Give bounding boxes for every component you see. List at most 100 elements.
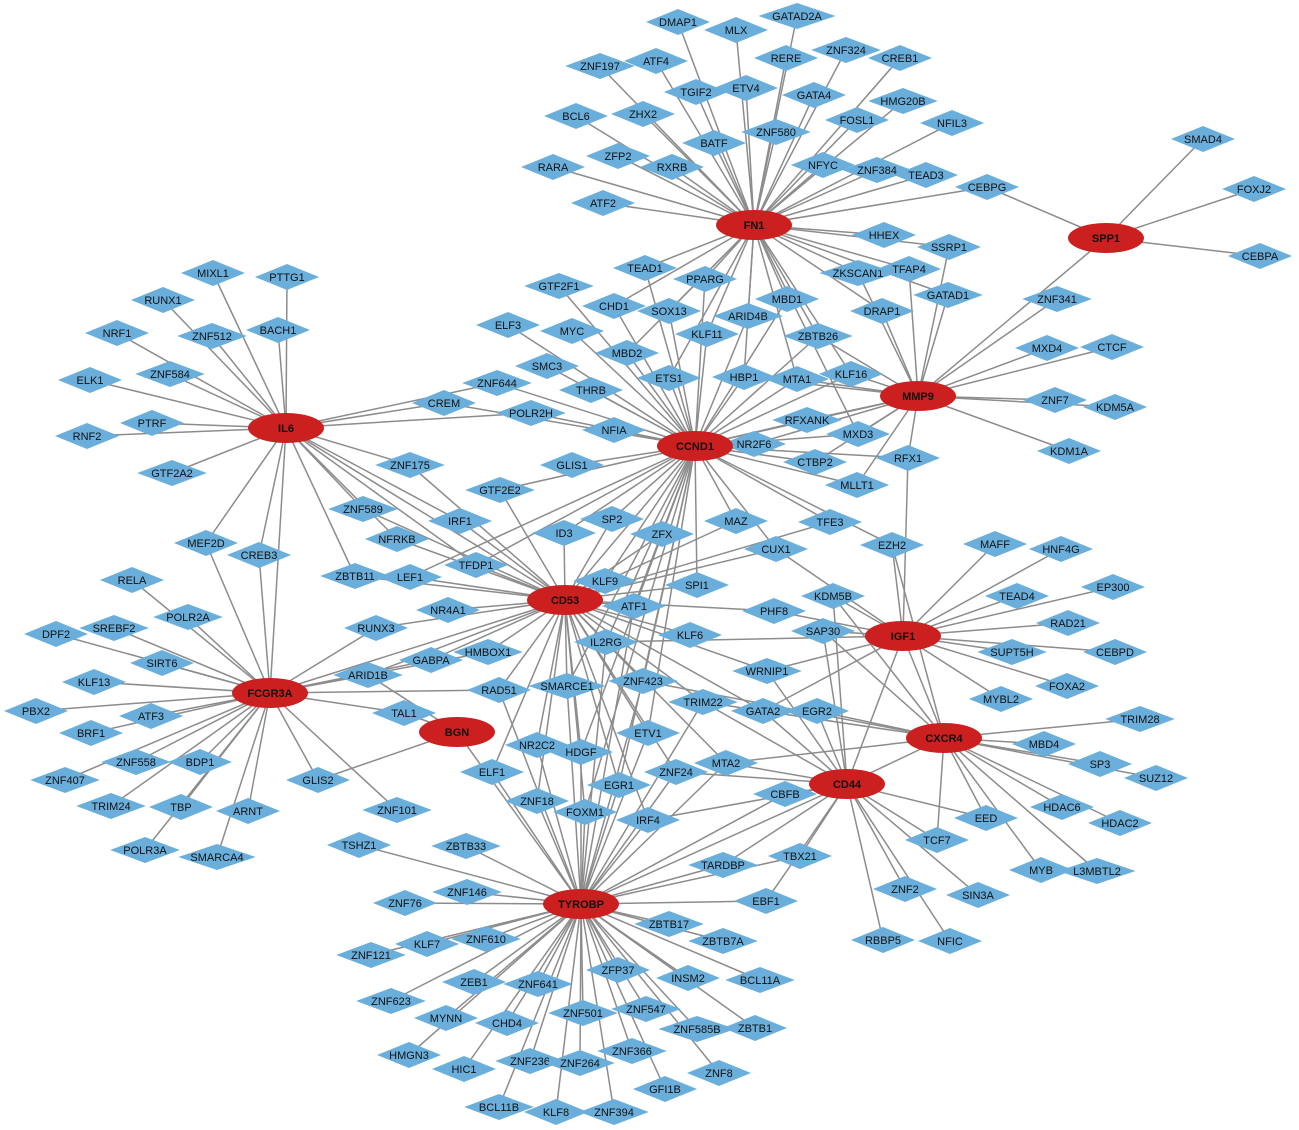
- tf-node-etv4[interactable]: ETV4: [714, 75, 778, 101]
- tf-node-zkscan1[interactable]: ZKSCAN1: [819, 260, 897, 286]
- tf-node-znf146[interactable]: ZNF146: [432, 879, 502, 905]
- tf-node-znf18[interactable]: ZNF18: [505, 788, 569, 814]
- tf-node-zbtb33[interactable]: ZBTB33: [431, 833, 501, 859]
- tf-node-hdgf[interactable]: HDGF: [549, 739, 613, 765]
- tf-node-irf4[interactable]: IRF4: [616, 807, 680, 833]
- tf-node-znf101[interactable]: ZNF101: [362, 797, 432, 823]
- tf-node-smad4[interactable]: SMAD4: [1171, 126, 1235, 152]
- tf-node-arid4b[interactable]: ARID4B: [713, 303, 783, 329]
- tf-node-znf501[interactable]: ZNF501: [548, 1000, 618, 1026]
- tf-node-trim24[interactable]: TRIM24: [76, 793, 146, 819]
- tf-node-sp2[interactable]: SP2: [580, 506, 644, 532]
- tf-node-fosl1[interactable]: FOSL1: [825, 107, 889, 133]
- tf-node-znf121[interactable]: ZNF121: [336, 942, 406, 968]
- tf-node-atf3[interactable]: ATF3: [119, 703, 183, 729]
- tf-node-tead1[interactable]: TEAD1: [613, 255, 677, 281]
- tf-node-zbtb11[interactable]: ZBTB11: [320, 563, 390, 589]
- tf-node-nfrkb[interactable]: NFRKB: [365, 526, 429, 552]
- tf-node-arnt[interactable]: ARNT: [216, 798, 280, 824]
- tf-node-rfxank[interactable]: RFXANK: [772, 407, 842, 433]
- tf-node-rere[interactable]: RERE: [754, 45, 818, 71]
- tf-node-tfe3[interactable]: TFE3: [798, 509, 862, 535]
- tf-node-znf407[interactable]: ZNF407: [30, 767, 100, 793]
- tf-node-foxj2[interactable]: FOXJ2: [1222, 176, 1286, 202]
- tf-node-chd4[interactable]: CHD4: [475, 1010, 539, 1036]
- tf-node-tbx21[interactable]: TBX21: [768, 843, 832, 869]
- tf-node-znf585b[interactable]: ZNF585B: [658, 1016, 736, 1042]
- tf-node-hnf4g[interactable]: HNF4G: [1029, 536, 1093, 562]
- tf-node-tal1[interactable]: TAL1: [372, 700, 436, 726]
- tf-node-znf384[interactable]: ZNF384: [842, 157, 912, 183]
- tf-node-mxd4[interactable]: MXD4: [1015, 335, 1079, 361]
- tf-node-hhex[interactable]: HHEX: [852, 222, 916, 248]
- tf-node-mta1[interactable]: MTA1: [765, 366, 829, 392]
- tf-node-ep300[interactable]: EP300: [1081, 574, 1145, 600]
- tf-node-rbbp5[interactable]: RBBP5: [851, 927, 915, 953]
- tf-node-znf584[interactable]: ZNF584: [135, 361, 205, 387]
- hub-node-spp1[interactable]: SPP1: [1068, 223, 1144, 253]
- tf-node-crem[interactable]: CREM: [412, 390, 476, 416]
- tf-node-gata2[interactable]: GATA2: [731, 698, 795, 724]
- hub-node-tyrobp[interactable]: TYROBP: [543, 889, 619, 919]
- tf-node-mta2[interactable]: MTA2: [694, 750, 758, 776]
- tf-node-runx3[interactable]: RUNX3: [344, 615, 408, 641]
- tf-node-znf644[interactable]: ZNF644: [462, 370, 532, 396]
- tf-node-zbtb7a[interactable]: ZBTB7A: [688, 928, 758, 954]
- tf-node-kdm5b[interactable]: KDM5B: [801, 583, 865, 609]
- tf-node-supt5h[interactable]: SUPT5H: [977, 639, 1047, 665]
- tf-node-ptrf[interactable]: PTRF: [120, 410, 184, 436]
- tf-node-myc[interactable]: MYC: [540, 318, 604, 344]
- tf-node-rxrb[interactable]: RXRB: [640, 154, 704, 180]
- tf-node-gatad1[interactable]: GATAD1: [913, 282, 983, 308]
- tf-node-gtf2f1[interactable]: GTF2F1: [524, 273, 594, 299]
- tf-node-sirt6[interactable]: SIRT6: [130, 650, 194, 676]
- tf-node-thrb[interactable]: THRB: [559, 377, 623, 403]
- tf-node-znf512[interactable]: ZNF512: [177, 323, 247, 349]
- hub-node-cd53[interactable]: CD53: [527, 585, 603, 615]
- tf-node-klf16[interactable]: KLF16: [819, 361, 883, 387]
- tf-node-zbtb1[interactable]: ZBTB1: [723, 1015, 787, 1041]
- tf-node-trim28[interactable]: TRIM28: [1105, 706, 1175, 732]
- tf-node-pbx2[interactable]: PBX2: [4, 698, 68, 724]
- tf-node-tshz1[interactable]: TSHZ1: [327, 832, 391, 858]
- tf-node-mbd2[interactable]: MBD2: [595, 340, 659, 366]
- tf-node-hdac2[interactable]: HDAC2: [1088, 810, 1152, 836]
- tf-node-creb3[interactable]: CREB3: [227, 542, 291, 568]
- tf-node-nr2f6[interactable]: NR2F6: [722, 431, 786, 457]
- tf-node-zfp37[interactable]: ZFP37: [586, 957, 650, 983]
- tf-node-atf1[interactable]: ATF1: [602, 593, 666, 619]
- hub-node-ccnd1[interactable]: CCND1: [657, 431, 733, 461]
- tf-node-nrf1[interactable]: NRF1: [85, 320, 149, 346]
- tf-node-atf2[interactable]: ATF2: [571, 190, 635, 216]
- tf-node-srebf2[interactable]: SREBF2: [79, 615, 149, 641]
- tf-node-mxd3[interactable]: MXD3: [826, 421, 890, 447]
- tf-node-znf2[interactable]: ZNF2: [873, 876, 937, 902]
- tf-node-etv1[interactable]: ETV1: [616, 720, 680, 746]
- tf-node-mllt1[interactable]: MLLT1: [825, 472, 889, 498]
- tf-node-sp3[interactable]: SP3: [1068, 751, 1132, 777]
- tf-node-maff[interactable]: MAFF: [963, 531, 1027, 557]
- hub-node-mmp9[interactable]: MMP9: [880, 381, 956, 411]
- tf-node-sox13[interactable]: SOX13: [637, 298, 701, 324]
- tf-node-znf197[interactable]: ZNF197: [565, 53, 635, 79]
- hub-node-bgn[interactable]: BGN: [419, 717, 495, 747]
- tf-node-brf1[interactable]: BRF1: [59, 720, 123, 746]
- tf-node-zfx[interactable]: ZFX: [630, 521, 694, 547]
- tf-node-spi1[interactable]: SPI1: [665, 572, 729, 598]
- tf-node-eed[interactable]: EED: [954, 805, 1018, 831]
- tf-node-cux1[interactable]: CUX1: [744, 536, 808, 562]
- hub-node-cd44[interactable]: CD44: [809, 769, 885, 799]
- tf-node-hbp1[interactable]: HBP1: [712, 364, 776, 390]
- tf-node-znf558[interactable]: ZNF558: [101, 749, 171, 775]
- tf-node-glis1[interactable]: GLIS1: [540, 452, 604, 478]
- tf-node-ezh2[interactable]: EZH2: [860, 532, 924, 558]
- tf-node-ssrp1[interactable]: SSRP1: [917, 234, 981, 260]
- tf-node-hdac6[interactable]: HDAC6: [1030, 794, 1094, 820]
- tf-node-runx1[interactable]: RUNX1: [131, 287, 195, 313]
- tf-node-tardbp[interactable]: TARDBP: [688, 852, 758, 878]
- tf-node-maz[interactable]: MAZ: [704, 508, 768, 534]
- tf-node-polr2a[interactable]: POLR2A: [153, 604, 223, 630]
- tf-node-rara[interactable]: RARA: [521, 154, 585, 180]
- tf-node-batf[interactable]: BATF: [682, 130, 746, 156]
- tf-node-lef1[interactable]: LEF1: [378, 564, 442, 590]
